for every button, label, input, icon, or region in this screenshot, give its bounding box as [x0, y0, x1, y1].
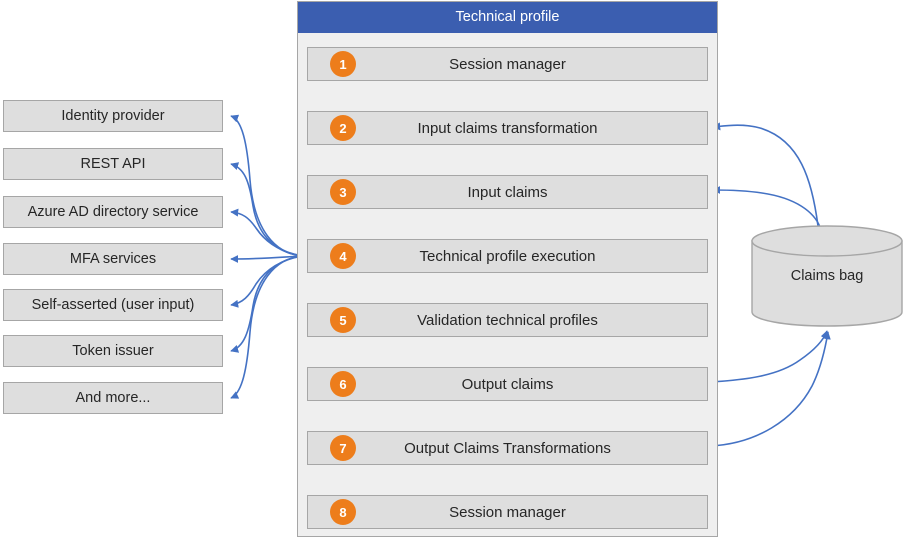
- step-box-session-manager-end[interactable]: 8 Session manager: [307, 495, 708, 529]
- service-connector-curves: [230, 114, 304, 399]
- service-box-self-asserted[interactable]: Self-asserted (user input): [3, 289, 223, 321]
- service-box-azure-ad-directory-service[interactable]: Azure AD directory service: [3, 196, 223, 228]
- step-label: Session manager: [449, 503, 566, 521]
- service-label: MFA services: [69, 250, 157, 267]
- curve-bag-to-input-claims-transformation: [712, 122, 819, 227]
- step-label: Validation technical profiles: [417, 311, 598, 329]
- service-label: Identity provider: [61, 107, 165, 124]
- step-box-output-claims[interactable]: 6 Output claims: [307, 367, 708, 401]
- curve-bag-to-input-claims: [712, 186, 821, 228]
- technical-profile-header: Technical profile: [298, 2, 717, 33]
- service-box-rest-api[interactable]: REST API: [3, 148, 223, 180]
- claims-bag-read-curves: [712, 122, 821, 228]
- database-cylinder-icon: [751, 225, 903, 327]
- step-box-output-claims-transformations[interactable]: 7 Output Claims Transformations: [307, 431, 708, 465]
- step-badge: 2: [330, 115, 356, 141]
- service-box-mfa-services[interactable]: MFA services: [3, 243, 223, 275]
- curve-output-claims-transformations-to-bag: [709, 331, 831, 447]
- step-label: Technical profile execution: [419, 247, 596, 265]
- step-badge: 8: [330, 499, 356, 525]
- step-badge: 3: [330, 179, 356, 205]
- step-badge: 7: [330, 435, 356, 461]
- step-badge: 1: [330, 51, 356, 77]
- service-label: Token issuer: [72, 342, 154, 359]
- step-label: Output Claims Transformations: [404, 439, 611, 457]
- step-box-session-manager-start[interactable]: 1 Session manager: [307, 47, 708, 81]
- service-box-token-issuer[interactable]: Token issuer: [3, 335, 223, 367]
- step-box-validation-technical-profiles[interactable]: 5 Validation technical profiles: [307, 303, 708, 337]
- step-label: Input claims: [467, 183, 548, 201]
- technical-profile-panel: Technical profile 1 Session manager 2 In…: [297, 1, 718, 537]
- step-label: Input claims transformation: [417, 119, 598, 137]
- step-badge: 6: [330, 371, 356, 397]
- claims-bag-datastore[interactable]: Claims bag: [751, 225, 903, 328]
- step-label: Session manager: [449, 55, 566, 73]
- claims-bag-write-curves: [709, 330, 831, 447]
- service-box-and-more[interactable]: And more...: [3, 382, 223, 414]
- service-label: REST API: [80, 155, 146, 172]
- curve-to-mfa-services: [230, 254, 304, 263]
- service-label: And more...: [75, 389, 151, 406]
- step-label: Output claims: [461, 375, 554, 393]
- curve-to-azure-ad-directory-service: [230, 208, 304, 257]
- service-label: Azure AD directory service: [27, 203, 199, 220]
- curve-output-claims-to-bag: [709, 330, 829, 383]
- curve-to-token-issuer: [230, 255, 304, 353]
- step-box-input-claims[interactable]: 3 Input claims: [307, 175, 708, 209]
- curve-to-self-asserted: [230, 255, 304, 308]
- step-badge: 4: [330, 243, 356, 269]
- step-box-technical-profile-execution[interactable]: 4 Technical profile execution: [307, 239, 708, 273]
- curve-to-and-more: [230, 255, 304, 399]
- step-badge: 5: [330, 307, 356, 333]
- page-title: Technical profile: [455, 9, 560, 26]
- step-box-input-claims-transformation[interactable]: 2 Input claims transformation: [307, 111, 708, 145]
- curve-to-identity-provider: [230, 114, 304, 257]
- service-label: Self-asserted (user input): [31, 296, 195, 313]
- service-box-identity-provider[interactable]: Identity provider: [3, 100, 223, 132]
- curve-to-rest-api: [230, 162, 304, 257]
- claims-bag-label: Claims bag: [790, 268, 864, 285]
